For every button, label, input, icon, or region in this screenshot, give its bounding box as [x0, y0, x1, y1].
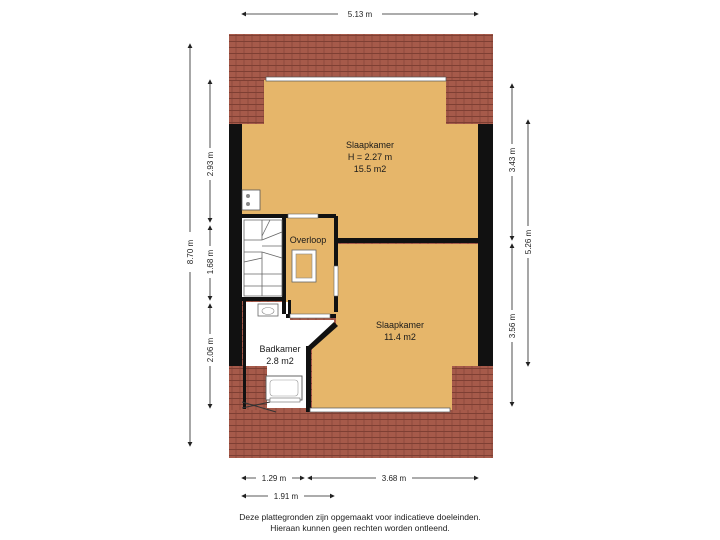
svg-text:5.26 m: 5.26 m [524, 229, 533, 254]
svg-text:2.06 m: 2.06 m [206, 337, 215, 362]
bedroom-bottom-area: 11.4 m2 [384, 332, 416, 342]
dimension-label-bottom-right: 3.68 m [376, 473, 412, 483]
windows [265, 76, 451, 413]
dimension-label-bottom-left: 1.29 m [256, 473, 292, 483]
bedroom-top-name: Slaapkamer [346, 140, 394, 150]
landing-hatch-inner [295, 253, 313, 279]
bathroom-area: 2.8 m2 [266, 356, 294, 366]
roof-corner-top-right [446, 80, 493, 124]
bathtub [265, 375, 303, 401]
dimension-label-top: 5.13 m [338, 9, 382, 19]
bedroom-bottom-name: Slaapkamer [376, 320, 424, 330]
dimension-label-bottom-wide: 1.91 m [268, 491, 304, 501]
disclaimer-line-1: Deze plattegronden zijn opgemaakt voor i… [239, 512, 481, 522]
svg-text:1.68 m: 1.68 m [206, 249, 215, 274]
svg-text:1.29 m: 1.29 m [262, 474, 287, 483]
dimension-label-left-upper: 2.93 m [205, 148, 215, 180]
storage-cabinet [241, 189, 261, 211]
staircase [243, 219, 283, 297]
bathroom-name: Badkamer [259, 344, 300, 354]
floor-bedroom-top [242, 80, 478, 240]
dimension-label-left-middle: 1.68 m [205, 246, 215, 278]
bedroom-top-area: 15.5 m2 [354, 164, 387, 174]
disclaimer-line-2: Hieraan kunnen geen rechten worden ontle… [270, 523, 450, 533]
bedroom-top-height: H = 2.27 m [348, 152, 392, 162]
roof-corner-top-left [229, 80, 264, 124]
roof-corner-bottom-left [229, 366, 267, 410]
dimension-label-left-total: 8.70 m [185, 232, 195, 272]
bathroom-fixtures [241, 303, 303, 413]
dimension-label-right-total: 5.26 m [523, 226, 533, 258]
roof-corner-bottom-right [452, 366, 493, 410]
svg-text:3.43 m: 3.43 m [508, 147, 517, 172]
svg-text:8.70 m: 8.70 m [186, 239, 195, 264]
dimension-label-right-lower: 3.56 m [507, 310, 517, 342]
svg-text:5.13 m: 5.13 m [348, 10, 373, 19]
floor-bedroom-bottom [312, 244, 478, 410]
svg-text:1.91 m: 1.91 m [274, 492, 299, 501]
svg-text:3.56 m: 3.56 m [508, 313, 517, 338]
dimension-label-left-lower: 2.06 m [205, 334, 215, 366]
svg-text:3.68 m: 3.68 m [382, 474, 407, 483]
dimension-label-right-upper: 3.43 m [507, 144, 517, 176]
svg-text:2.93 m: 2.93 m [206, 151, 215, 176]
landing-name: Overloop [290, 235, 327, 245]
